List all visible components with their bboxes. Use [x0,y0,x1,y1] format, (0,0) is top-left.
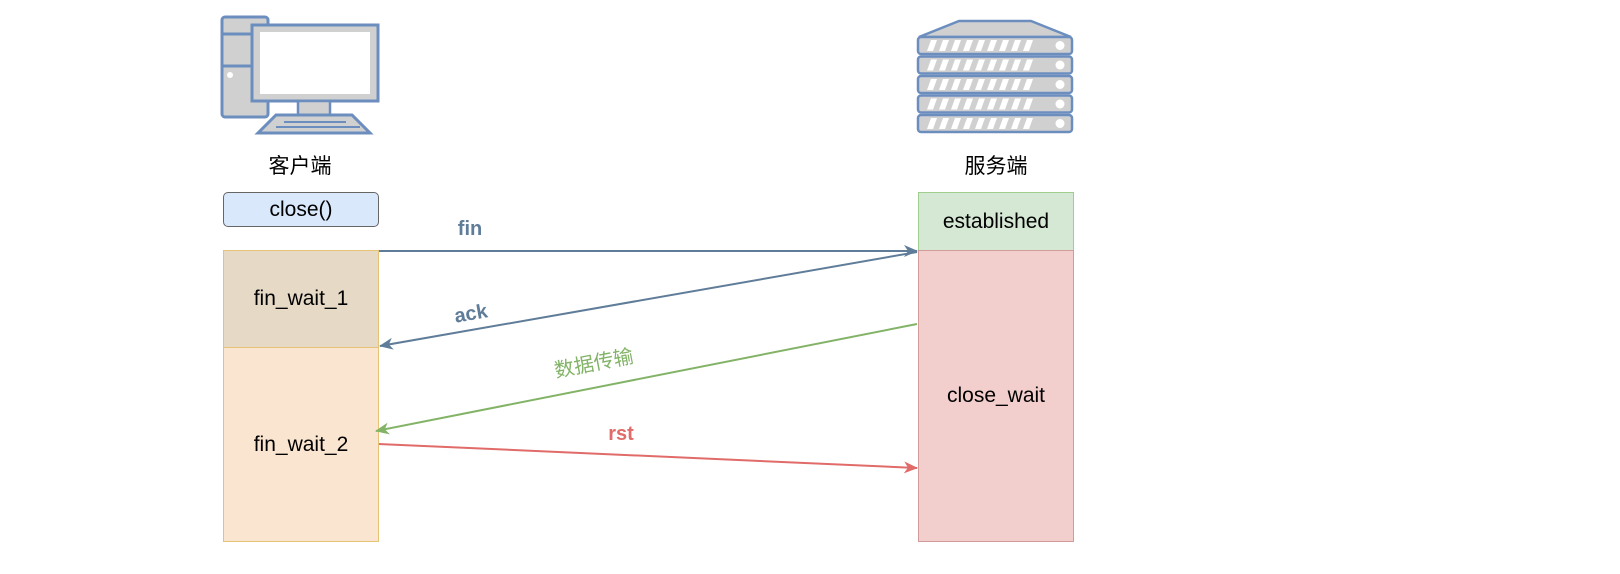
vent-stripe [1011,59,1021,71]
client-label: 客户端 [268,154,332,178]
data-transfer-label: 数据传输 [552,344,635,383]
state-established: established [918,192,1074,251]
status-light [1055,80,1065,89]
vent-stripe [999,79,1009,90]
vent-stripe [1011,98,1021,110]
state-label: established [942,209,1050,233]
vent-stripe [939,40,949,51]
vent-stripe [999,98,1009,110]
ack-label: ack [453,300,491,328]
vent-stripe [963,59,973,71]
vent-stripe [975,98,985,110]
vent-stripe [975,59,985,71]
vent-stripe [927,98,937,110]
vent-stripe [987,79,997,90]
vent-stripe [999,118,1009,129]
vent-stripe [1023,40,1033,51]
vent-stripe [1023,79,1033,90]
vent-stripe [975,79,985,90]
vent-stripe [939,79,949,90]
vent-stripe [939,98,949,110]
state-fin-wait-1: fin_wait_1 [223,250,379,348]
state-label: fin_wait_2 [253,432,349,456]
vent-stripe [987,118,997,129]
rst-arrow [378,443,918,474]
state-fin-wait-2: fin_wait_2 [223,347,379,542]
vent-stripe [927,79,937,90]
vent-stripe [939,118,949,129]
close-call-label: close() [269,197,333,221]
server-rack-icon [916,19,1074,134]
vent-stripe [927,59,937,71]
vent-stripe [927,118,937,129]
vent-stripe [963,118,973,129]
fin-label: fin [458,218,482,240]
vent-stripe [951,59,961,71]
vent-stripe [1011,79,1021,90]
vent-stripe [963,40,973,51]
vent-stripe [975,40,985,51]
vent-stripe [975,118,985,129]
status-light [1055,99,1065,109]
vent-stripe [987,40,997,51]
vent-stripe [987,59,997,71]
vent-stripe [987,98,997,110]
vent-stripe [927,40,937,51]
vent-stripe [951,79,961,90]
vent-stripe [1023,118,1033,129]
status-light [1055,119,1065,128]
server-label: 服务端 [964,154,1028,178]
vent-stripe [1023,98,1033,110]
state-label: fin_wait_1 [253,287,349,310]
close-call-box: close() [223,192,379,227]
vent-stripe [963,98,973,110]
rst-label: rst [608,423,634,445]
data-transfer-arrow [375,323,918,435]
vent-stripe [951,118,961,129]
status-light [1055,41,1065,50]
state-close-wait: close_wait [918,250,1074,542]
vent-stripe [939,59,949,71]
vent-stripe [1011,118,1021,129]
desktop-computer-icon [220,15,380,135]
ack-arrow [379,251,918,350]
vent-stripe [1023,59,1033,71]
state-label: close_wait [946,384,1046,407]
vent-stripe [951,40,961,51]
vent-stripe [951,98,961,110]
vent-stripe [963,79,973,90]
vent-stripe [999,59,1009,71]
vent-stripe [999,40,1009,51]
status-light [1055,60,1065,70]
vent-stripe [1011,40,1021,51]
